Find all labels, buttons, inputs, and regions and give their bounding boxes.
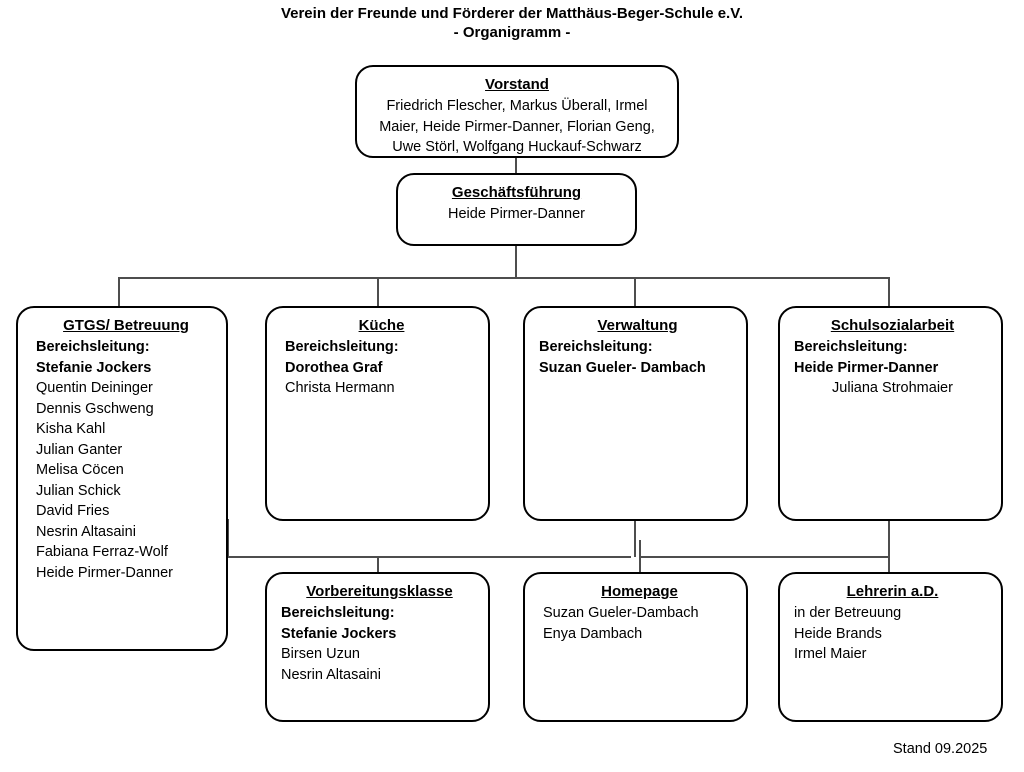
node-verwaltung-lead-label: Bereichsleitung: [539, 339, 653, 355]
connector-drop-schulsozialarbeit [888, 277, 890, 306]
node-geschaeftsfuehrung-line-1: Heide Pirmer-Danner [448, 206, 585, 222]
node-gtgs-member: Dennis Gschweng [36, 400, 154, 417]
connector-vorstand-to-geschaeftsfuehrung [515, 157, 517, 174]
node-homepage[interactable]: Homepage Suzan Gueler-Dambach Enya Damba… [523, 572, 748, 722]
node-vorstand-line-1: Friedrich Flescher, Markus Überall, Irme… [386, 98, 648, 114]
node-schulsozialarbeit-lead-name: Heide Pirmer-Danner [794, 359, 939, 376]
connector-geschaeftsfuehrung-to-bus [515, 245, 517, 278]
node-kueche-lead-label: Bereichsleitung: [285, 339, 399, 355]
node-gtgs-lead-label: Bereichsleitung: [36, 339, 150, 355]
node-gtgs-member: Quentin Deininger [36, 380, 153, 396]
node-lehrerin-ad-title: Lehrerin a.D. [846, 583, 939, 600]
node-gtgs-betreuung[interactable]: GTGS/ Betreuung Bereichsleitung: Stefani… [16, 306, 228, 651]
node-lehrerin-ad-member: Heide Brands [794, 625, 882, 642]
node-lehrerin-ad-member: in der Betreuung [794, 605, 902, 621]
node-gtgs-title: GTGS/ Betreuung [63, 317, 189, 334]
node-gtgs-member: Fabiana Ferraz-Wolf [36, 544, 168, 560]
connector-verwaltung-to-bus-row-3 [634, 519, 636, 557]
node-vorbereitungsklasse[interactable]: Vorbereitungsklasse Bereichsleitung: Ste… [265, 572, 490, 722]
node-vorbereitungsklasse-lead-name: Stefanie Jockers [281, 625, 397, 642]
node-schulsozialarbeit[interactable]: Schulsozialarbeit Bereichsleitung: Heide… [778, 306, 1003, 521]
node-verwaltung[interactable]: Verwaltung Bereichsleitung: Suzan Gueler… [523, 306, 748, 521]
connector-schulsozialarbeit-to-bus-row-3 [888, 519, 890, 557]
page-title-subtitle: - Organigramm - [453, 24, 571, 41]
node-vorbereitungsklasse-member: Nesrin Altasaini [281, 666, 381, 683]
connector-bus-row-2 [118, 277, 890, 279]
node-gtgs-member: David Fries [36, 503, 110, 519]
node-gtgs-member: Nesrin Altasaini [36, 523, 136, 540]
node-lehrerin-ad[interactable]: Lehrerin a.D. in der Betreuung Heide Bra… [778, 572, 1003, 722]
node-geschaeftsfuehrung[interactable]: Geschäftsführung Heide Pirmer-Danner [396, 173, 637, 246]
connector-drop-verwaltung [634, 277, 636, 306]
footer-stand-date: Stand 09.2025 [893, 741, 988, 757]
node-vorbereitungsklasse-lead-label: Bereichsleitung: [281, 605, 395, 621]
node-homepage-title: Homepage [601, 583, 678, 600]
node-homepage-member: Suzan Gueler-Dambach [543, 605, 699, 621]
node-verwaltung-title: Verwaltung [597, 317, 678, 334]
node-gtgs-member: Heide Pirmer-Danner [36, 564, 173, 581]
node-gtgs-member: Julian Ganter [36, 441, 123, 458]
node-vorstand-line-3: Uwe Störl, Wolfgang Huckauf-Schwarz [392, 139, 642, 155]
node-schulsozialarbeit-title: Schulsozialarbeit [830, 317, 955, 334]
connector-drop-homepage [639, 540, 641, 582]
node-gtgs-member: Julian Schick [36, 482, 121, 499]
node-kueche-member: Christa Hermann [285, 380, 395, 396]
node-schulsozialarbeit-member: Juliana Strohmaier [832, 380, 953, 396]
connector-gtgs-to-bus-row-3 [227, 519, 229, 557]
node-kueche-title: Küche [358, 317, 405, 334]
node-vorstand-title: Vorstand [485, 76, 549, 93]
node-homepage-member: Enya Dambach [543, 625, 643, 642]
node-vorstand[interactable]: Vorstand Friedrich Flescher, Markus Über… [355, 65, 679, 158]
connector-drop-gtgs [118, 277, 120, 306]
node-lehrerin-ad-member: Irmel Maier [794, 646, 867, 662]
node-gtgs-lead-name: Stefanie Jockers [36, 359, 152, 376]
connector-drop-vorbereitungsklasse [377, 556, 379, 582]
connector-drop-kueche [377, 277, 379, 306]
node-verwaltung-lead-name: Suzan Gueler- Dambach [539, 359, 706, 376]
connector-bus-row-3-right [639, 556, 890, 558]
node-kueche[interactable]: Küche Bereichsleitung: Dorothea Graf Chr… [265, 306, 490, 521]
node-geschaeftsfuehrung-title: Geschäftsführung [451, 184, 582, 201]
node-gtgs-member: Kisha Kahl [36, 421, 106, 437]
page-title-line-1: Verein der Freunde und Förderer der Matt… [280, 5, 744, 22]
node-vorbereitungsklasse-member: Birsen Uzun [281, 646, 360, 662]
node-vorbereitungsklasse-title: Vorbereitungsklasse [306, 583, 453, 600]
page-title: Verein der Freunde und Förderer der Matt… [0, 4, 1024, 42]
connector-bus-row-3-left [227, 556, 631, 558]
node-kueche-lead-name: Dorothea Graf [285, 359, 383, 376]
node-gtgs-member: Melisa Cöcen [36, 462, 124, 478]
node-vorstand-line-2: Maier, Heide Pirmer-Danner, Florian Geng… [379, 118, 655, 135]
node-schulsozialarbeit-lead-label: Bereichsleitung: [794, 339, 908, 355]
connector-drop-lehrerin-ad [888, 556, 890, 582]
